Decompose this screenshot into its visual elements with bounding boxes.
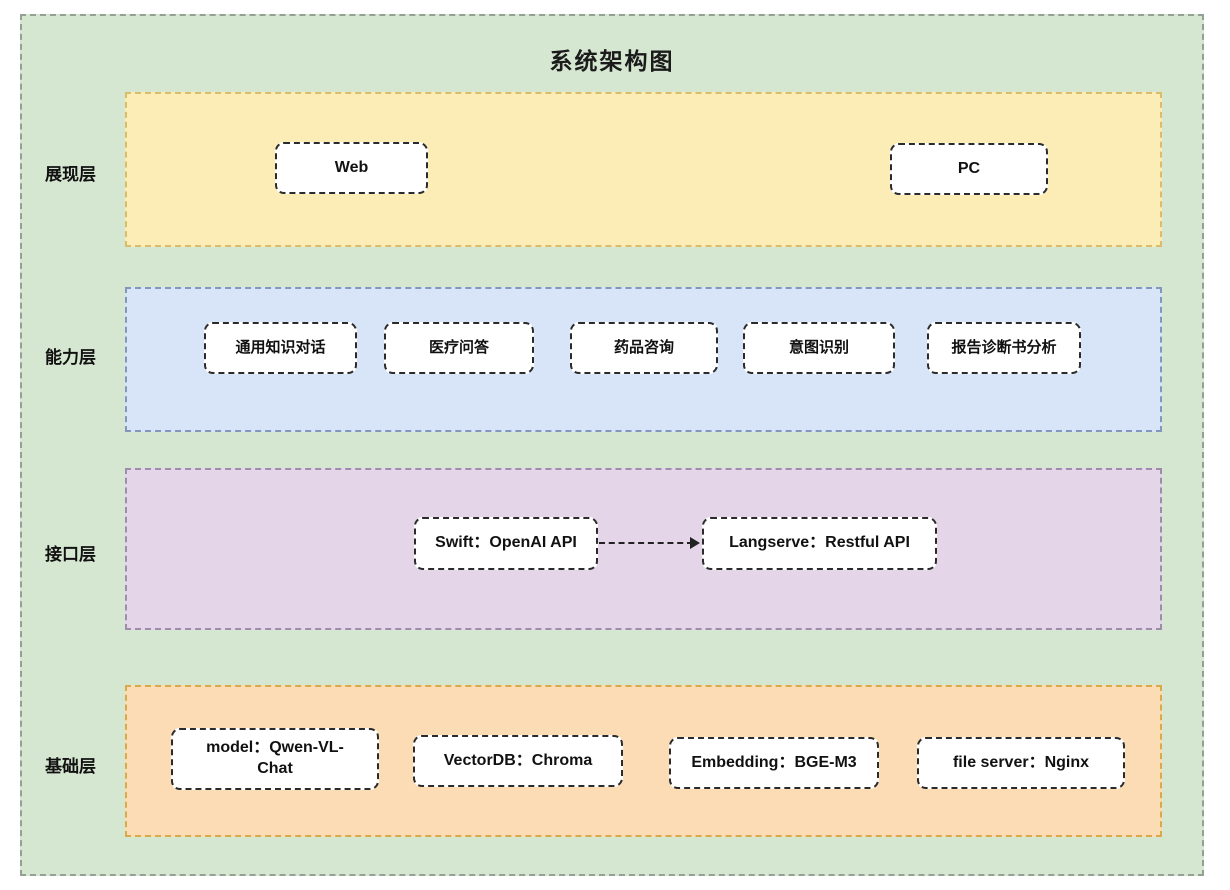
node-drug-consultation: 药品咨询 bbox=[570, 322, 718, 374]
node-langserve-restful-api: Langserve：Restful API bbox=[702, 517, 937, 570]
layer-label-foundation: 基础层 bbox=[45, 757, 96, 776]
node-medical-qa: 医疗问答 bbox=[384, 322, 534, 374]
layer-label-interface: 接口层 bbox=[45, 545, 96, 564]
node-file-server-nginx: file server：Nginx bbox=[917, 737, 1125, 789]
node-embedding-bge-m3: Embedding：BGE-M3 bbox=[669, 737, 879, 789]
node-swift-openai-api: Swift：OpenAI API bbox=[414, 517, 598, 570]
node-general-knowledge-chat: 通用知识对话 bbox=[204, 322, 357, 374]
node-model-qwen-vl-chat: model：Qwen-VL-Chat bbox=[171, 728, 379, 790]
dashed-arrow-line bbox=[599, 542, 693, 544]
node-intent-recognition: 意图识别 bbox=[743, 322, 895, 374]
node-pc: PC bbox=[890, 143, 1048, 195]
layer-interface bbox=[125, 468, 1162, 630]
diagram-title: 系统架构图 bbox=[549, 48, 675, 74]
dashed-arrow-head-icon bbox=[690, 537, 700, 549]
layer-label-capability: 能力层 bbox=[45, 348, 96, 367]
node-report-diagnosis-analysis: 报告诊断书分析 bbox=[927, 322, 1081, 374]
node-web: Web bbox=[275, 142, 428, 194]
node-vectordb-chroma: VectorDB：Chroma bbox=[413, 735, 623, 787]
layer-label-presentation: 展现层 bbox=[45, 165, 96, 184]
